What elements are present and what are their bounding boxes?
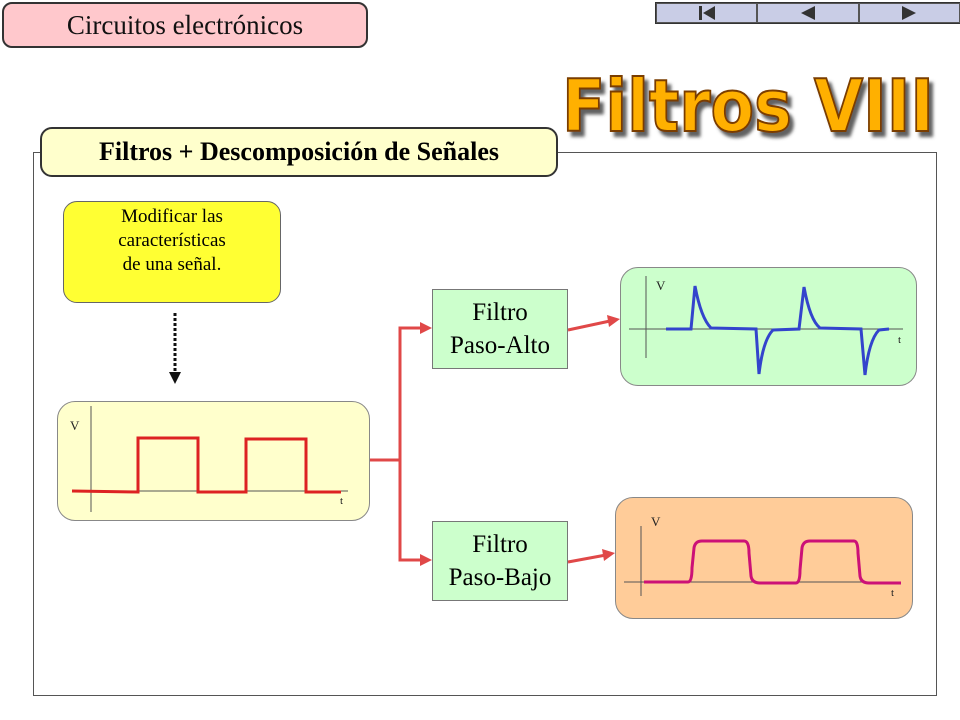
v-axis-label: V (651, 514, 661, 529)
connector-arrows (370, 319, 611, 564)
first-icon (698, 6, 715, 20)
filter-label: Paso-Alto (450, 332, 550, 359)
input-signal-panel: V t (57, 401, 370, 521)
filter-label: Filtro (472, 299, 528, 326)
t-axis-label: t (340, 495, 344, 507)
spike-wave (666, 285, 890, 376)
v-axis-label: V (656, 278, 666, 293)
low-pass-filter-box: Filtro Paso-Bajo (432, 521, 568, 601)
t-axis-label: t (891, 587, 895, 599)
nav-bar (655, 2, 960, 24)
high-pass-filter-box: Filtro Paso-Alto (432, 289, 568, 369)
prev-slide-button[interactable] (757, 3, 859, 23)
dotted-arrow-head (169, 372, 181, 384)
note-box: Modificar las características de una señ… (63, 201, 281, 303)
next-slide-button[interactable] (858, 3, 960, 23)
arrow-heads (420, 315, 620, 566)
first-slide-button[interactable] (656, 3, 758, 23)
note-line: de una señal. (122, 254, 222, 275)
v-axis-label: V (70, 418, 80, 433)
prev-icon (800, 6, 815, 20)
next-icon (902, 6, 917, 20)
high-pass-output-panel: V t (620, 267, 917, 386)
square-wave (71, 436, 341, 494)
filter-label: Paso-Bajo (448, 564, 552, 591)
t-axis-label: t (898, 334, 902, 346)
note-line: características (118, 230, 226, 251)
section-title: Filtros + Descomposición de Señales (40, 127, 558, 177)
note-line: Modificar las (121, 206, 223, 227)
course-title: Circuitos electrónicos (2, 2, 368, 48)
slide-title: Filtros VIII (562, 64, 934, 148)
filter-label: Filtro (472, 531, 528, 558)
low-pass-output-panel: V t (615, 497, 913, 619)
smoothed-square-wave (644, 539, 901, 585)
